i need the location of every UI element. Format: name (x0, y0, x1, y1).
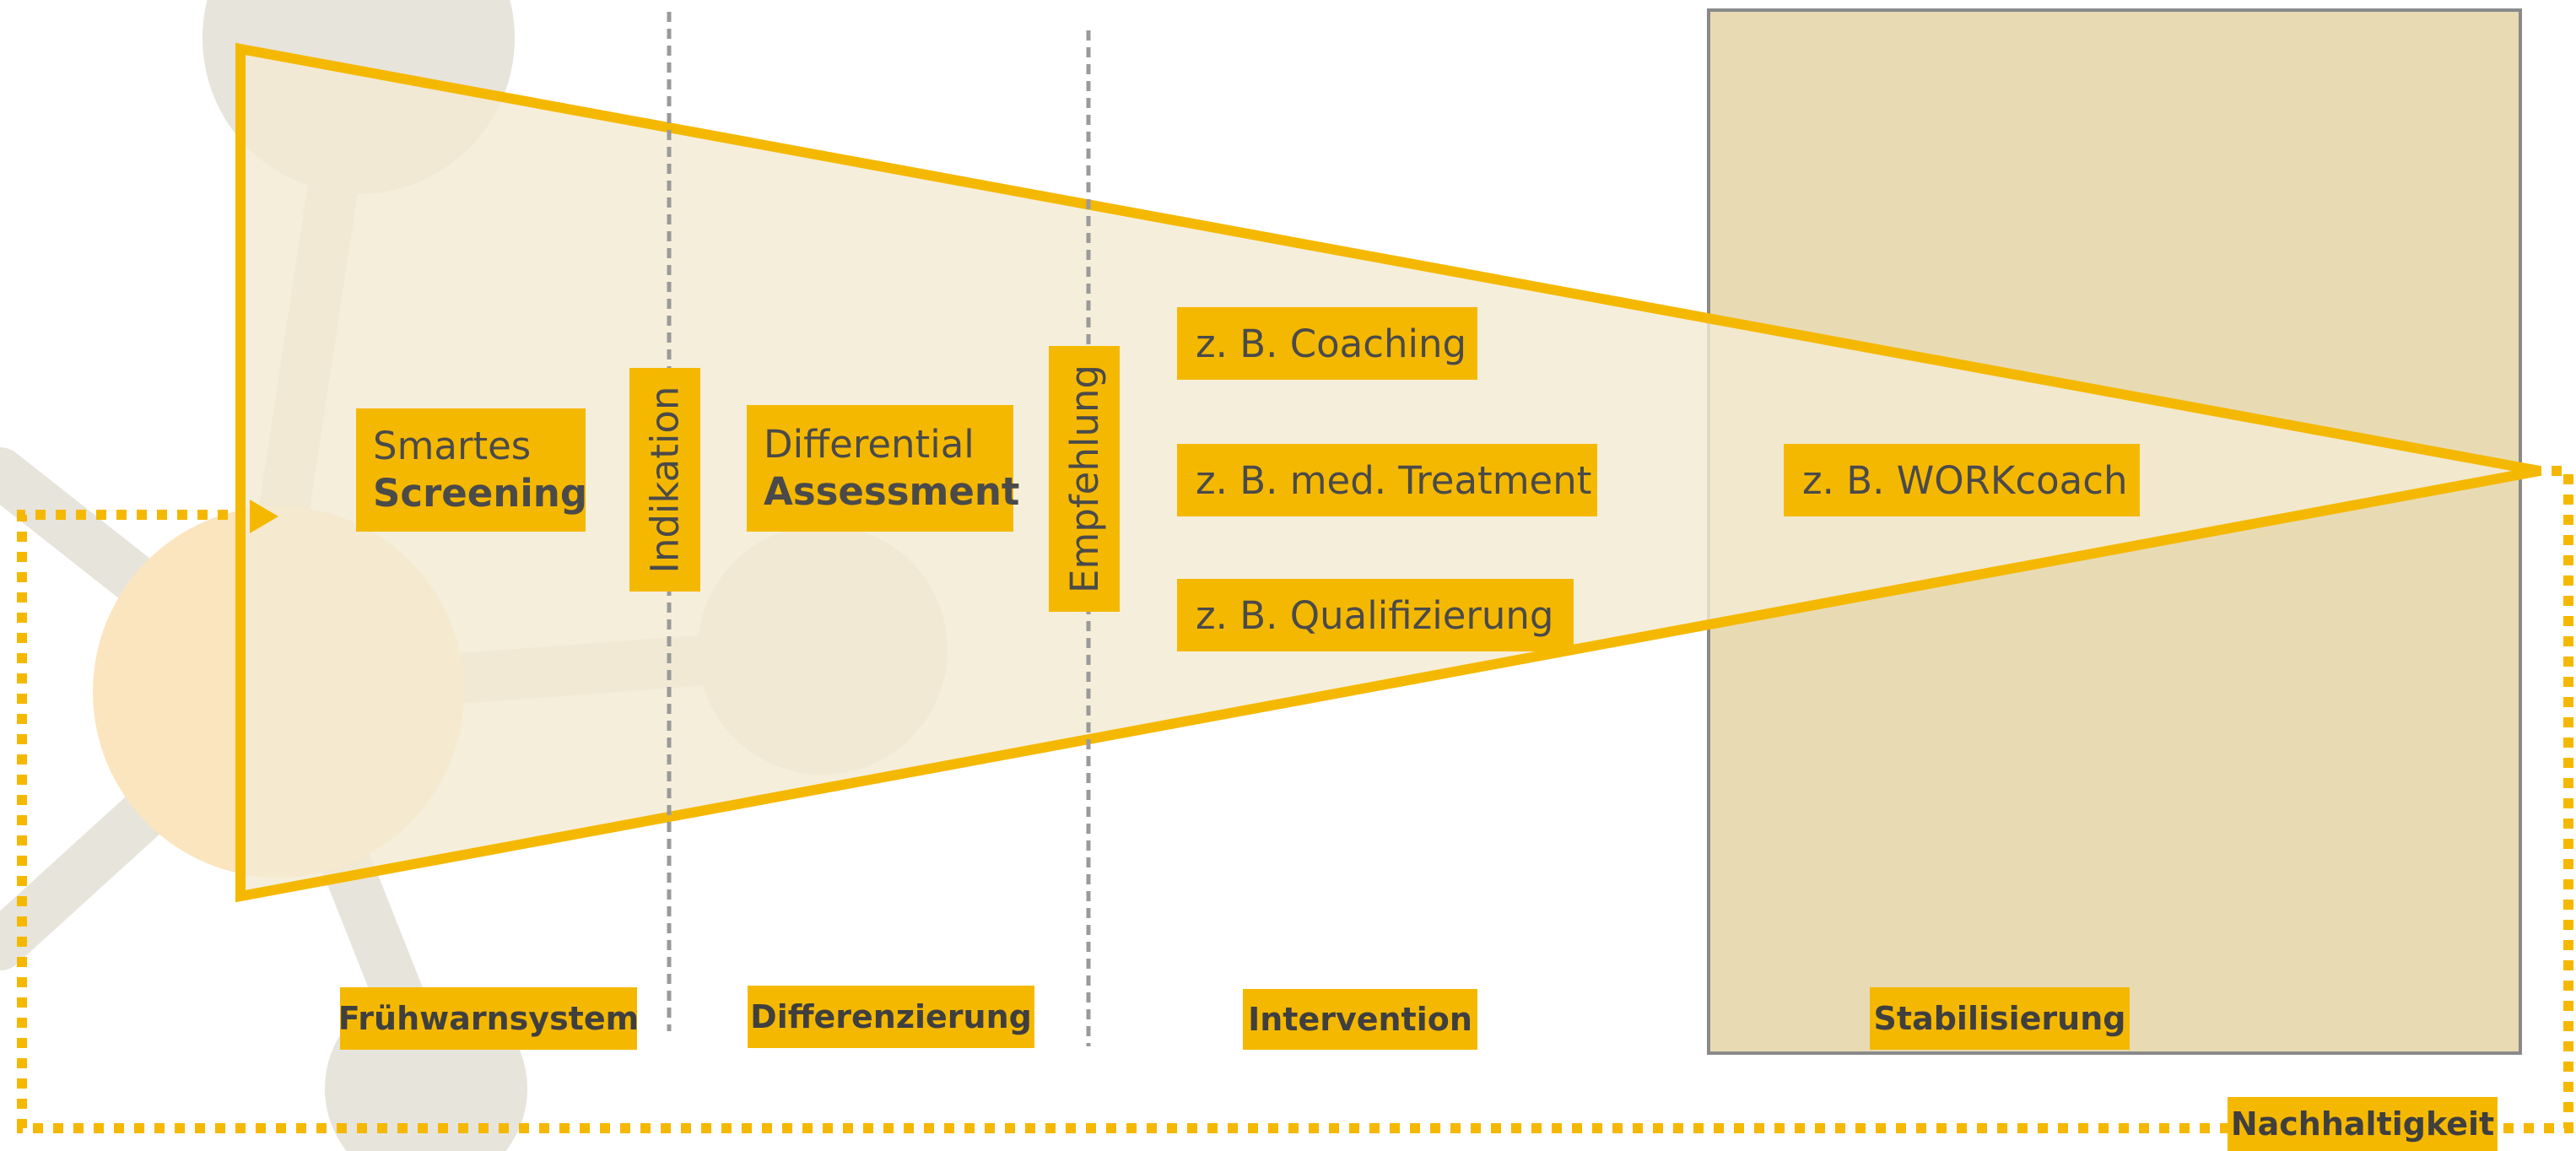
smart-screening-label: Smartes Screening (356, 408, 588, 532)
phase-stabilisierung: Stabilisierung (1870, 987, 2130, 1050)
workcoach-label: z. B. WORKcoach (1784, 444, 2140, 516)
intervention-qualification-label: z. B. Qualifizierung (1177, 579, 1574, 651)
sustainability-frame (17, 466, 2573, 1133)
frame-arrow-marker (250, 500, 278, 533)
intervention-treatment-label: z. B. med. Treatment (1177, 444, 1597, 516)
indikation-label: Indikation (629, 368, 700, 592)
differential-assessment-line1: Differential (764, 422, 975, 467)
empfehlung-label: Empfehlung (1049, 346, 1120, 612)
smart-screening-line1: Smartes (373, 424, 532, 468)
phase-intervention: Intervention (1243, 989, 1477, 1050)
smart-screening-line2: Screening (373, 471, 588, 516)
differential-assessment-label: Differential Assessment (747, 405, 1020, 532)
phase-differenzierung: Differenzierung (748, 986, 1034, 1048)
differential-assessment-line2: Assessment (764, 469, 1020, 514)
intervention-coaching-label: z. B. Coaching (1177, 307, 1477, 380)
phase-fruehwarnsystem: Frühwarnsystem (338, 987, 639, 1050)
sustainability-label: Nachhaltigkeit (2228, 1097, 2498, 1151)
